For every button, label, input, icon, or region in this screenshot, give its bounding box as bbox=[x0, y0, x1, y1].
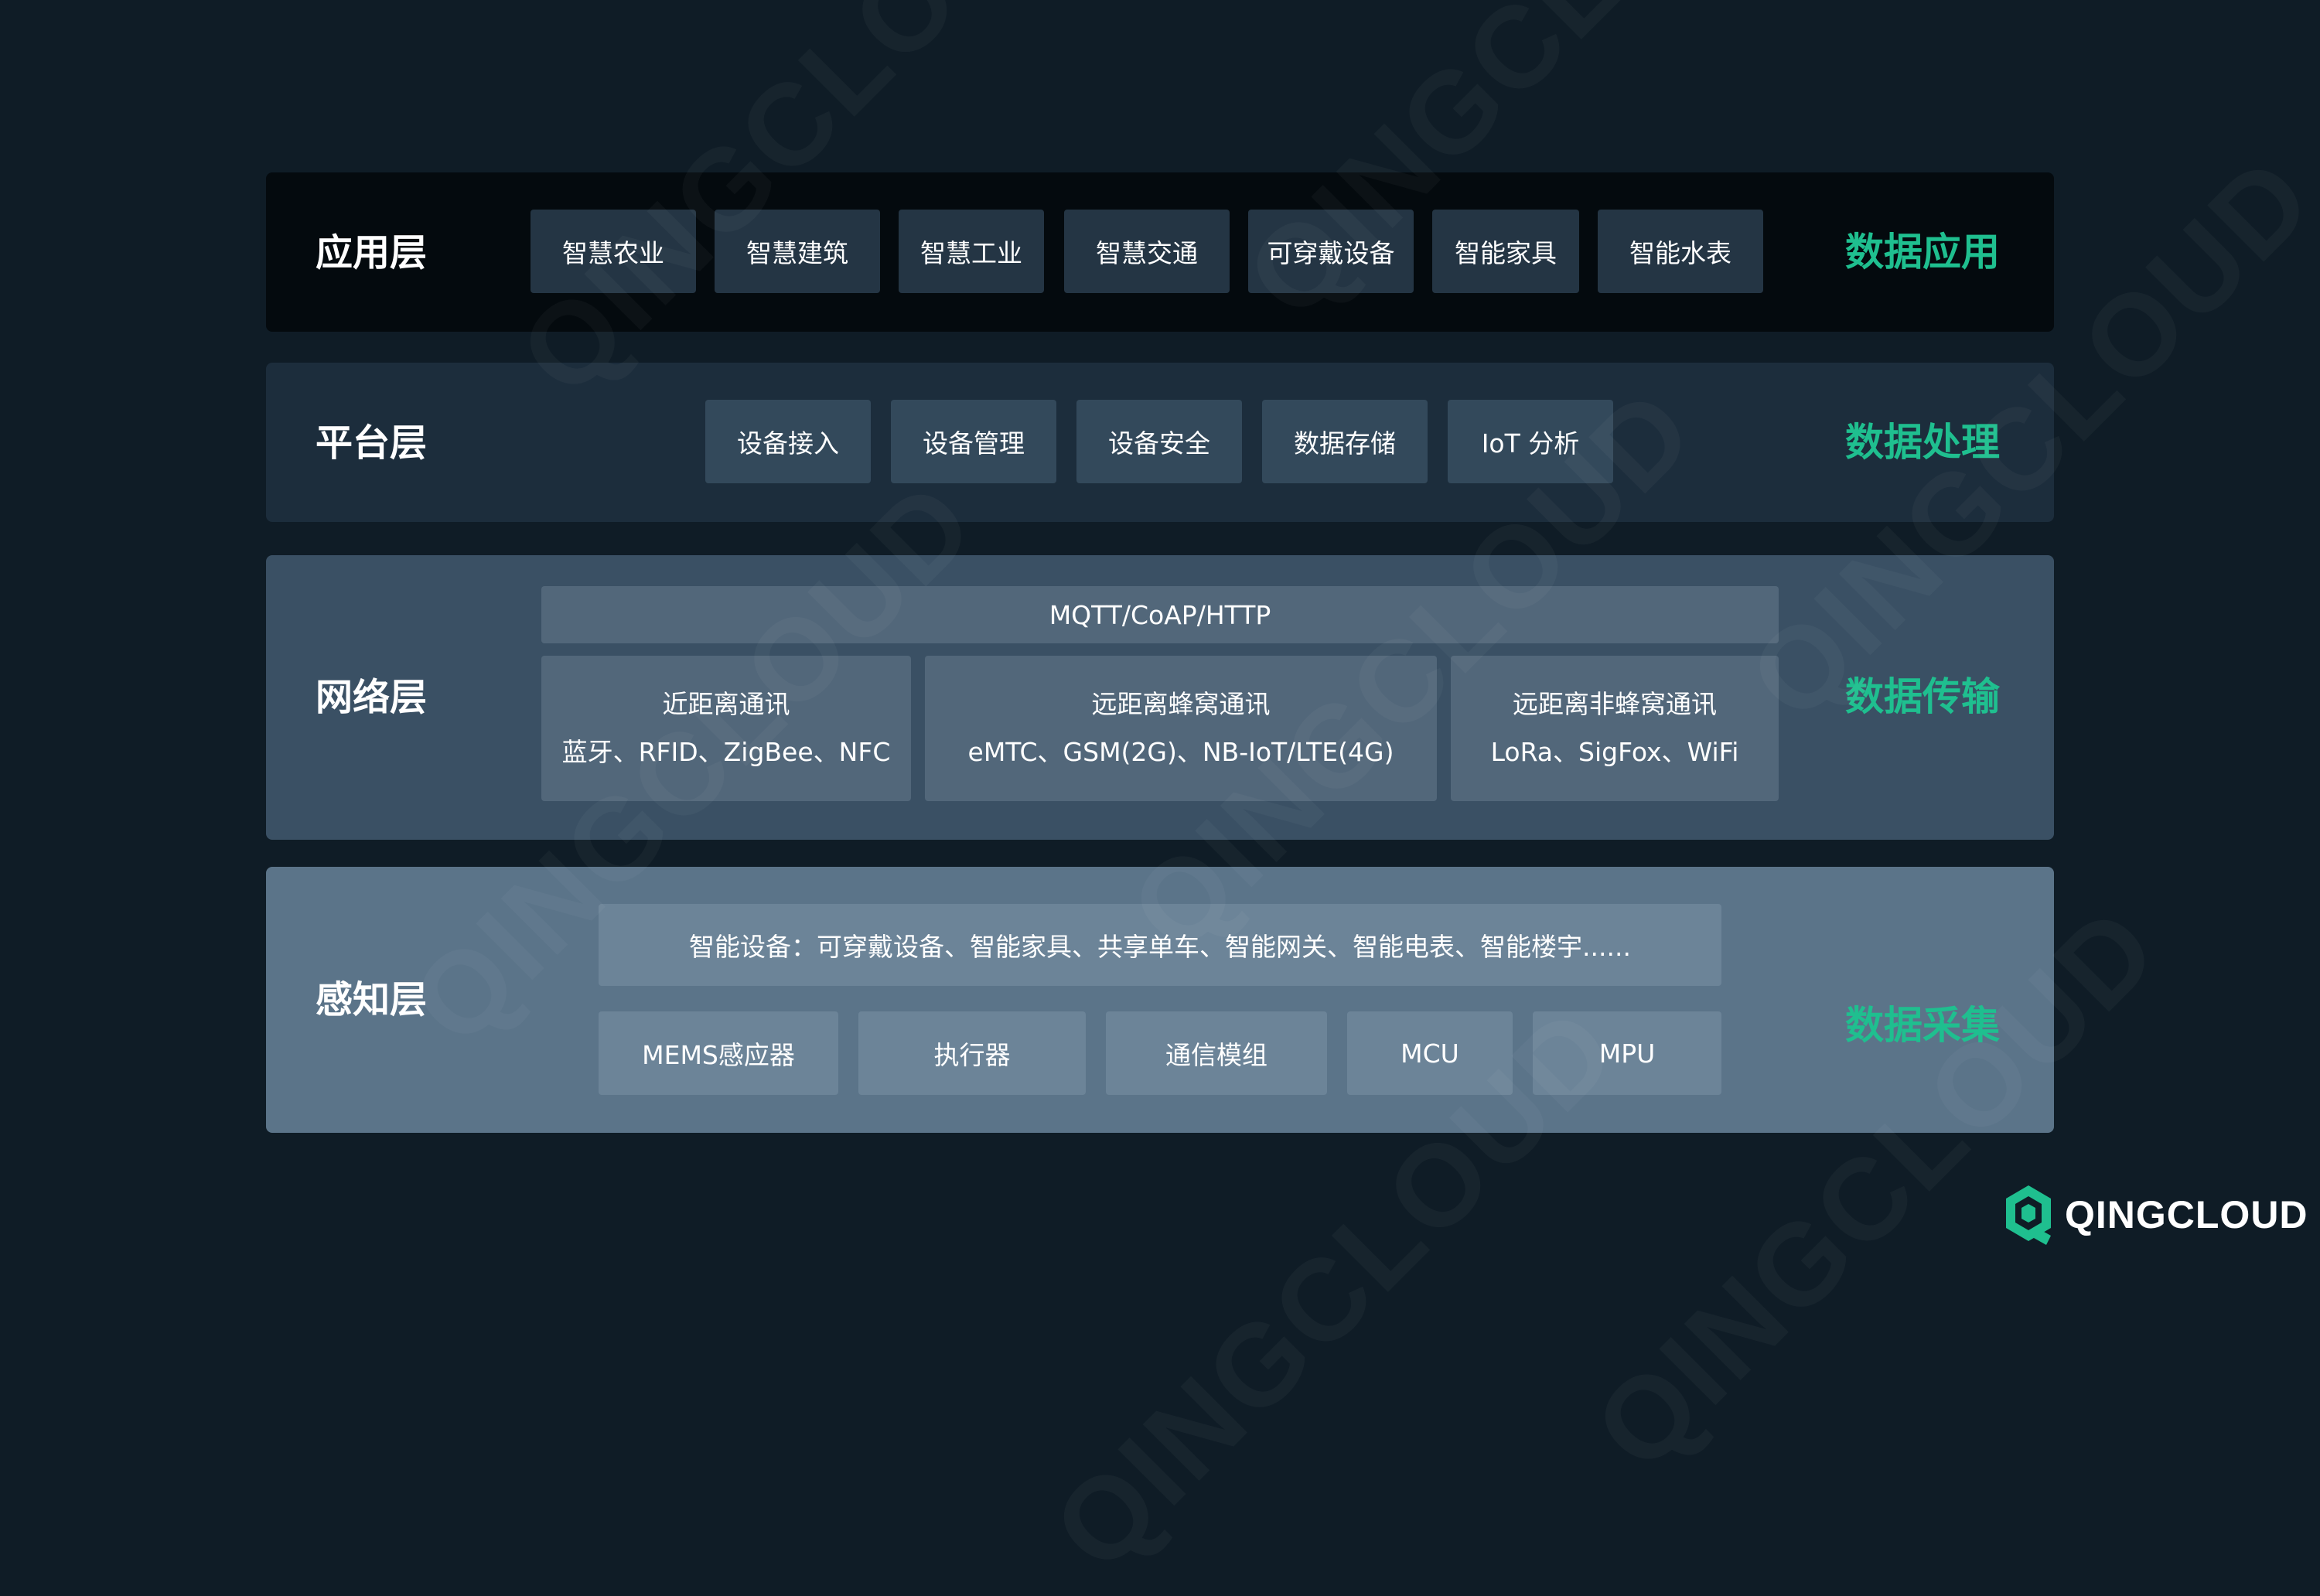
qingcloud-logo-icon bbox=[2006, 1185, 2051, 1245]
platform-item: 设备安全 bbox=[1076, 400, 1242, 483]
platform-item: 数据存储 bbox=[1262, 400, 1428, 483]
network-group: 远距离非蜂窝通讯 LoRa、SigFox、WiFi bbox=[1451, 656, 1779, 801]
perception-item: MEMS感应器 bbox=[599, 1011, 838, 1095]
app-item: 智慧农业 bbox=[531, 210, 696, 293]
perception-layer: 感知层 智能设备：可穿戴设备、智能家具、共享单车、智能网关、智能电表、智能楼宇.… bbox=[266, 867, 2054, 1133]
network-group: 近距离通讯 蓝牙、RFID、ZigBee、NFC bbox=[541, 656, 911, 801]
layer-tag: 数据采集 bbox=[1845, 1003, 2000, 1048]
platform-layer: 平台层 设备接入 设备管理 设备安全 数据存储 IoT 分析 数据处理 bbox=[266, 363, 2054, 522]
app-item: 智慧工业 bbox=[899, 210, 1044, 293]
app-item: 智能水表 bbox=[1598, 210, 1763, 293]
layer-name: 平台层 bbox=[316, 421, 428, 465]
layer-name: 网络层 bbox=[316, 676, 428, 719]
network-group-title: 近距离通讯 bbox=[662, 689, 790, 719]
perception-item: 通信模组 bbox=[1106, 1011, 1327, 1095]
network-group-title: 远距离非蜂窝通讯 bbox=[1513, 689, 1717, 719]
network-group-detail: eMTC、GSM(2G)、NB-IoT/LTE(4G) bbox=[967, 737, 1394, 767]
application-layer: 应用层 智慧农业 智慧建筑 智慧工业 智慧交通 可穿戴设备 智能家具 智能水表 … bbox=[266, 172, 2054, 332]
layer-tag: 数据应用 bbox=[1845, 230, 2000, 275]
network-group: 远距离蜂窝通讯 eMTC、GSM(2G)、NB-IoT/LTE(4G) bbox=[925, 656, 1437, 801]
platform-item: 设备管理 bbox=[891, 400, 1056, 483]
app-item: 智能家具 bbox=[1432, 210, 1579, 293]
network-group-title: 远距离蜂窝通讯 bbox=[1091, 689, 1271, 719]
network-group-detail: LoRa、SigFox、WiFi bbox=[1490, 737, 1739, 767]
perception-item: MPU bbox=[1533, 1011, 1721, 1095]
layer-tag: 数据处理 bbox=[1845, 420, 2000, 465]
smart-devices-bar: 智能设备：可穿戴设备、智能家具、共享单车、智能网关、智能电表、智能楼宇.....… bbox=[599, 904, 1721, 986]
app-item: 可穿戴设备 bbox=[1248, 210, 1414, 293]
layer-name: 应用层 bbox=[316, 231, 428, 275]
layer-tag: 数据传输 bbox=[1845, 674, 2000, 719]
app-item: 智慧建筑 bbox=[715, 210, 880, 293]
layer-name: 感知层 bbox=[316, 978, 428, 1021]
perception-item: MCU bbox=[1347, 1011, 1513, 1095]
network-group-detail: 蓝牙、RFID、ZigBee、NFC bbox=[561, 737, 891, 767]
protocol-bar: MQTT/CoAP/HTTP bbox=[541, 586, 1779, 643]
app-item: 智慧交通 bbox=[1064, 210, 1230, 293]
platform-item: 设备接入 bbox=[705, 400, 871, 483]
platform-item: IoT 分析 bbox=[1448, 400, 1613, 483]
perception-item: 执行器 bbox=[858, 1011, 1086, 1095]
network-layer: 网络层 MQTT/CoAP/HTTP 近距离通讯 蓝牙、RFID、ZigBee、… bbox=[266, 555, 2054, 840]
logo-text: QINGCLOUD bbox=[2065, 1193, 2308, 1236]
qingcloud-logo: QINGCLOUD bbox=[2003, 1184, 2308, 1246]
